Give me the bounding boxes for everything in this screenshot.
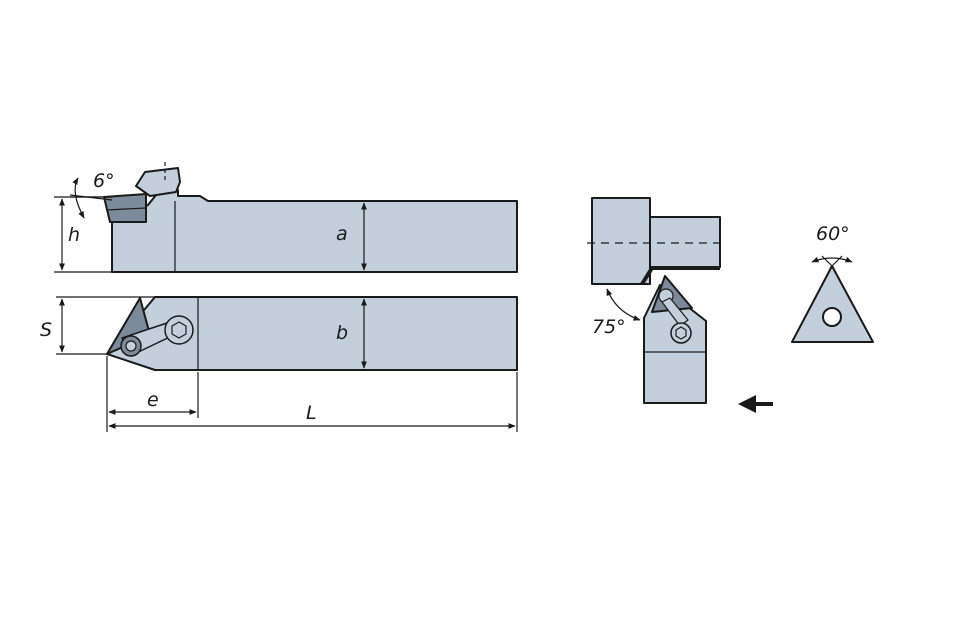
workpiece-shaft: [649, 216, 721, 268]
insert-hole: [822, 307, 842, 327]
top-view-shank: [106, 296, 518, 371]
side-view-shank: [111, 189, 518, 273]
side-insert: [103, 193, 147, 223]
insert-angle-label: 60°: [816, 223, 850, 245]
insert-triangle-view: [791, 265, 874, 343]
height-dimension: [54, 196, 112, 273]
clamp: [135, 167, 181, 197]
height-label: h: [68, 224, 80, 246]
clearance-angle-label: 6°: [93, 170, 115, 192]
triangle-insert: [791, 265, 874, 343]
approach-angle-arc: [606, 288, 641, 321]
workpiece-chuck: [591, 197, 651, 285]
side-view: [103, 162, 518, 273]
arrow-left-icon: [738, 395, 773, 413]
dim-b-label: b: [336, 322, 348, 344]
dim-e-l: [106, 356, 518, 432]
dim-a-label: a: [336, 223, 348, 245]
workpiece-view: [587, 197, 724, 286]
top-view: [106, 296, 518, 371]
dim-s: [56, 296, 155, 355]
insert-angle-arc: [811, 256, 853, 263]
dim-length-label: L: [306, 402, 317, 424]
dim-s-label: S: [40, 319, 52, 341]
cutting-tool-view: [643, 275, 707, 404]
approach-angle-label: 75°: [592, 316, 626, 338]
dim-e-label: e: [147, 389, 159, 411]
